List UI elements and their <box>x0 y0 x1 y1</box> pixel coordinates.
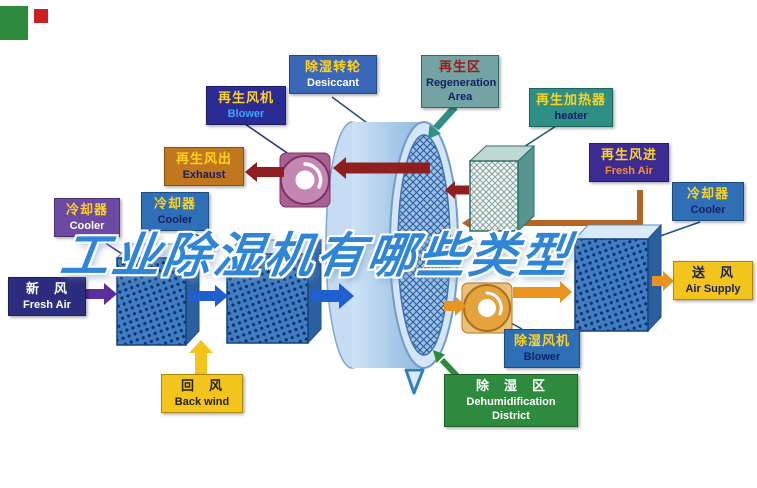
label-dehum-blower-en: Blower <box>523 350 561 363</box>
label-regen-blower: 再生风机 Blower <box>206 86 286 126</box>
label-cooler-mid-zh: 冷却器 <box>153 196 196 211</box>
label-cooler-right: 冷却器 Cooler <box>672 182 744 222</box>
label-regeneration-area-zh: 再生区 <box>438 59 481 74</box>
label-back-wind: 回 风 Back wind <box>161 374 243 414</box>
label-regen-heater-en: heater <box>554 109 588 122</box>
arrow-air-supply-out <box>652 271 674 291</box>
arrow-back-wind-up <box>189 340 213 376</box>
label-dehum-district-zh: 除 湿 区 <box>475 378 546 393</box>
page-curl-icon <box>404 368 425 395</box>
label-regen-blower-en: Blower <box>227 107 265 120</box>
label-cooler-left-en: Cooler <box>69 219 105 232</box>
label-regen-fresh-air-zh: 再生风进 <box>600 147 657 162</box>
arrow-regen-area <box>428 104 458 139</box>
regen-fan <box>279 152 331 208</box>
arrow-dehum-district <box>433 350 461 380</box>
label-dehum-district: 除 湿 区 Dehumidification District <box>444 374 578 428</box>
heater-unit <box>468 144 536 233</box>
label-back-wind-en: Back wind <box>174 395 230 408</box>
label-cooler-mid-en: Cooler <box>157 213 193 226</box>
process-fan <box>461 282 513 334</box>
arrow-fresh-air-in <box>86 283 117 305</box>
label-regen-exhaust-zh: 再生风出 <box>175 151 232 166</box>
label-regeneration-area-en: Regeneration Area <box>426 76 497 104</box>
leader-regen-blower <box>244 123 294 158</box>
label-fresh-air-inlet: 新 风 Fresh Air <box>8 277 86 317</box>
label-regeneration-area: 再生区 Regeneration Area <box>421 55 499 109</box>
cooler-coil-mid <box>225 238 323 345</box>
label-dehum-district-en: Dehumidification District <box>466 395 556 423</box>
cooler-coil-left <box>115 242 201 347</box>
arrow-heater-to-wheel <box>445 181 469 199</box>
arrow-fan-to-cooler <box>513 281 572 303</box>
label-cooler-mid: 冷却器 Cooler <box>141 192 209 232</box>
label-cooler-left-zh: 冷却器 <box>65 202 108 217</box>
watermark-text: 工业除湿机有哪些类型 <box>57 230 575 283</box>
arrow-wheel-to-fan <box>444 296 466 316</box>
label-air-supply-en: Air Supply <box>685 282 741 295</box>
wheel-rotor-face <box>397 134 451 356</box>
label-desiccant-wheel: 除湿转轮 Desiccant <box>289 55 377 95</box>
label-fresh-air-inlet-en: Fresh Air <box>23 298 71 311</box>
label-dehum-blower: 除湿风机 Blower <box>504 329 580 369</box>
label-regen-fresh-air: 再生风进 Fresh Air <box>589 143 669 183</box>
label-air-supply-zh: 送 风 <box>691 265 734 280</box>
arrow-into-wheel <box>312 283 354 309</box>
label-regen-heater: 再生加热器 heater <box>529 88 613 128</box>
label-regen-exhaust-en: Exhaust <box>182 168 226 181</box>
arrow-coil-to-coil <box>189 285 228 307</box>
corner-decoration-red <box>34 9 48 23</box>
label-dehum-blower-zh: 除湿风机 <box>513 333 570 348</box>
label-regen-exhaust: 再生风出 Exhaust <box>164 147 244 187</box>
label-back-wind-zh: 回 风 <box>180 378 223 393</box>
label-desiccant-wheel-zh: 除湿转轮 <box>304 59 361 74</box>
arrow-fan-to-exhaust <box>245 162 284 182</box>
flow-arrows <box>86 104 674 380</box>
label-regen-blower-zh: 再生风机 <box>217 90 274 105</box>
label-air-supply: 送 风 Air Supply <box>673 261 753 301</box>
cooler-coil-right <box>573 223 663 333</box>
label-fresh-air-inlet-zh: 新 风 <box>25 281 68 296</box>
label-cooler-left: 冷却器 Cooler <box>54 198 120 238</box>
label-desiccant-wheel-en: Desiccant <box>307 76 359 89</box>
label-cooler-right-zh: 冷却器 <box>686 186 729 201</box>
label-regen-fresh-air-en: Fresh Air <box>605 164 653 177</box>
label-cooler-right-en: Cooler <box>690 203 726 216</box>
corner-decoration-green <box>0 6 28 40</box>
arrow-wheel-to-regen-fan <box>333 157 430 179</box>
label-regen-heater-zh: 再生加热器 <box>535 92 606 107</box>
